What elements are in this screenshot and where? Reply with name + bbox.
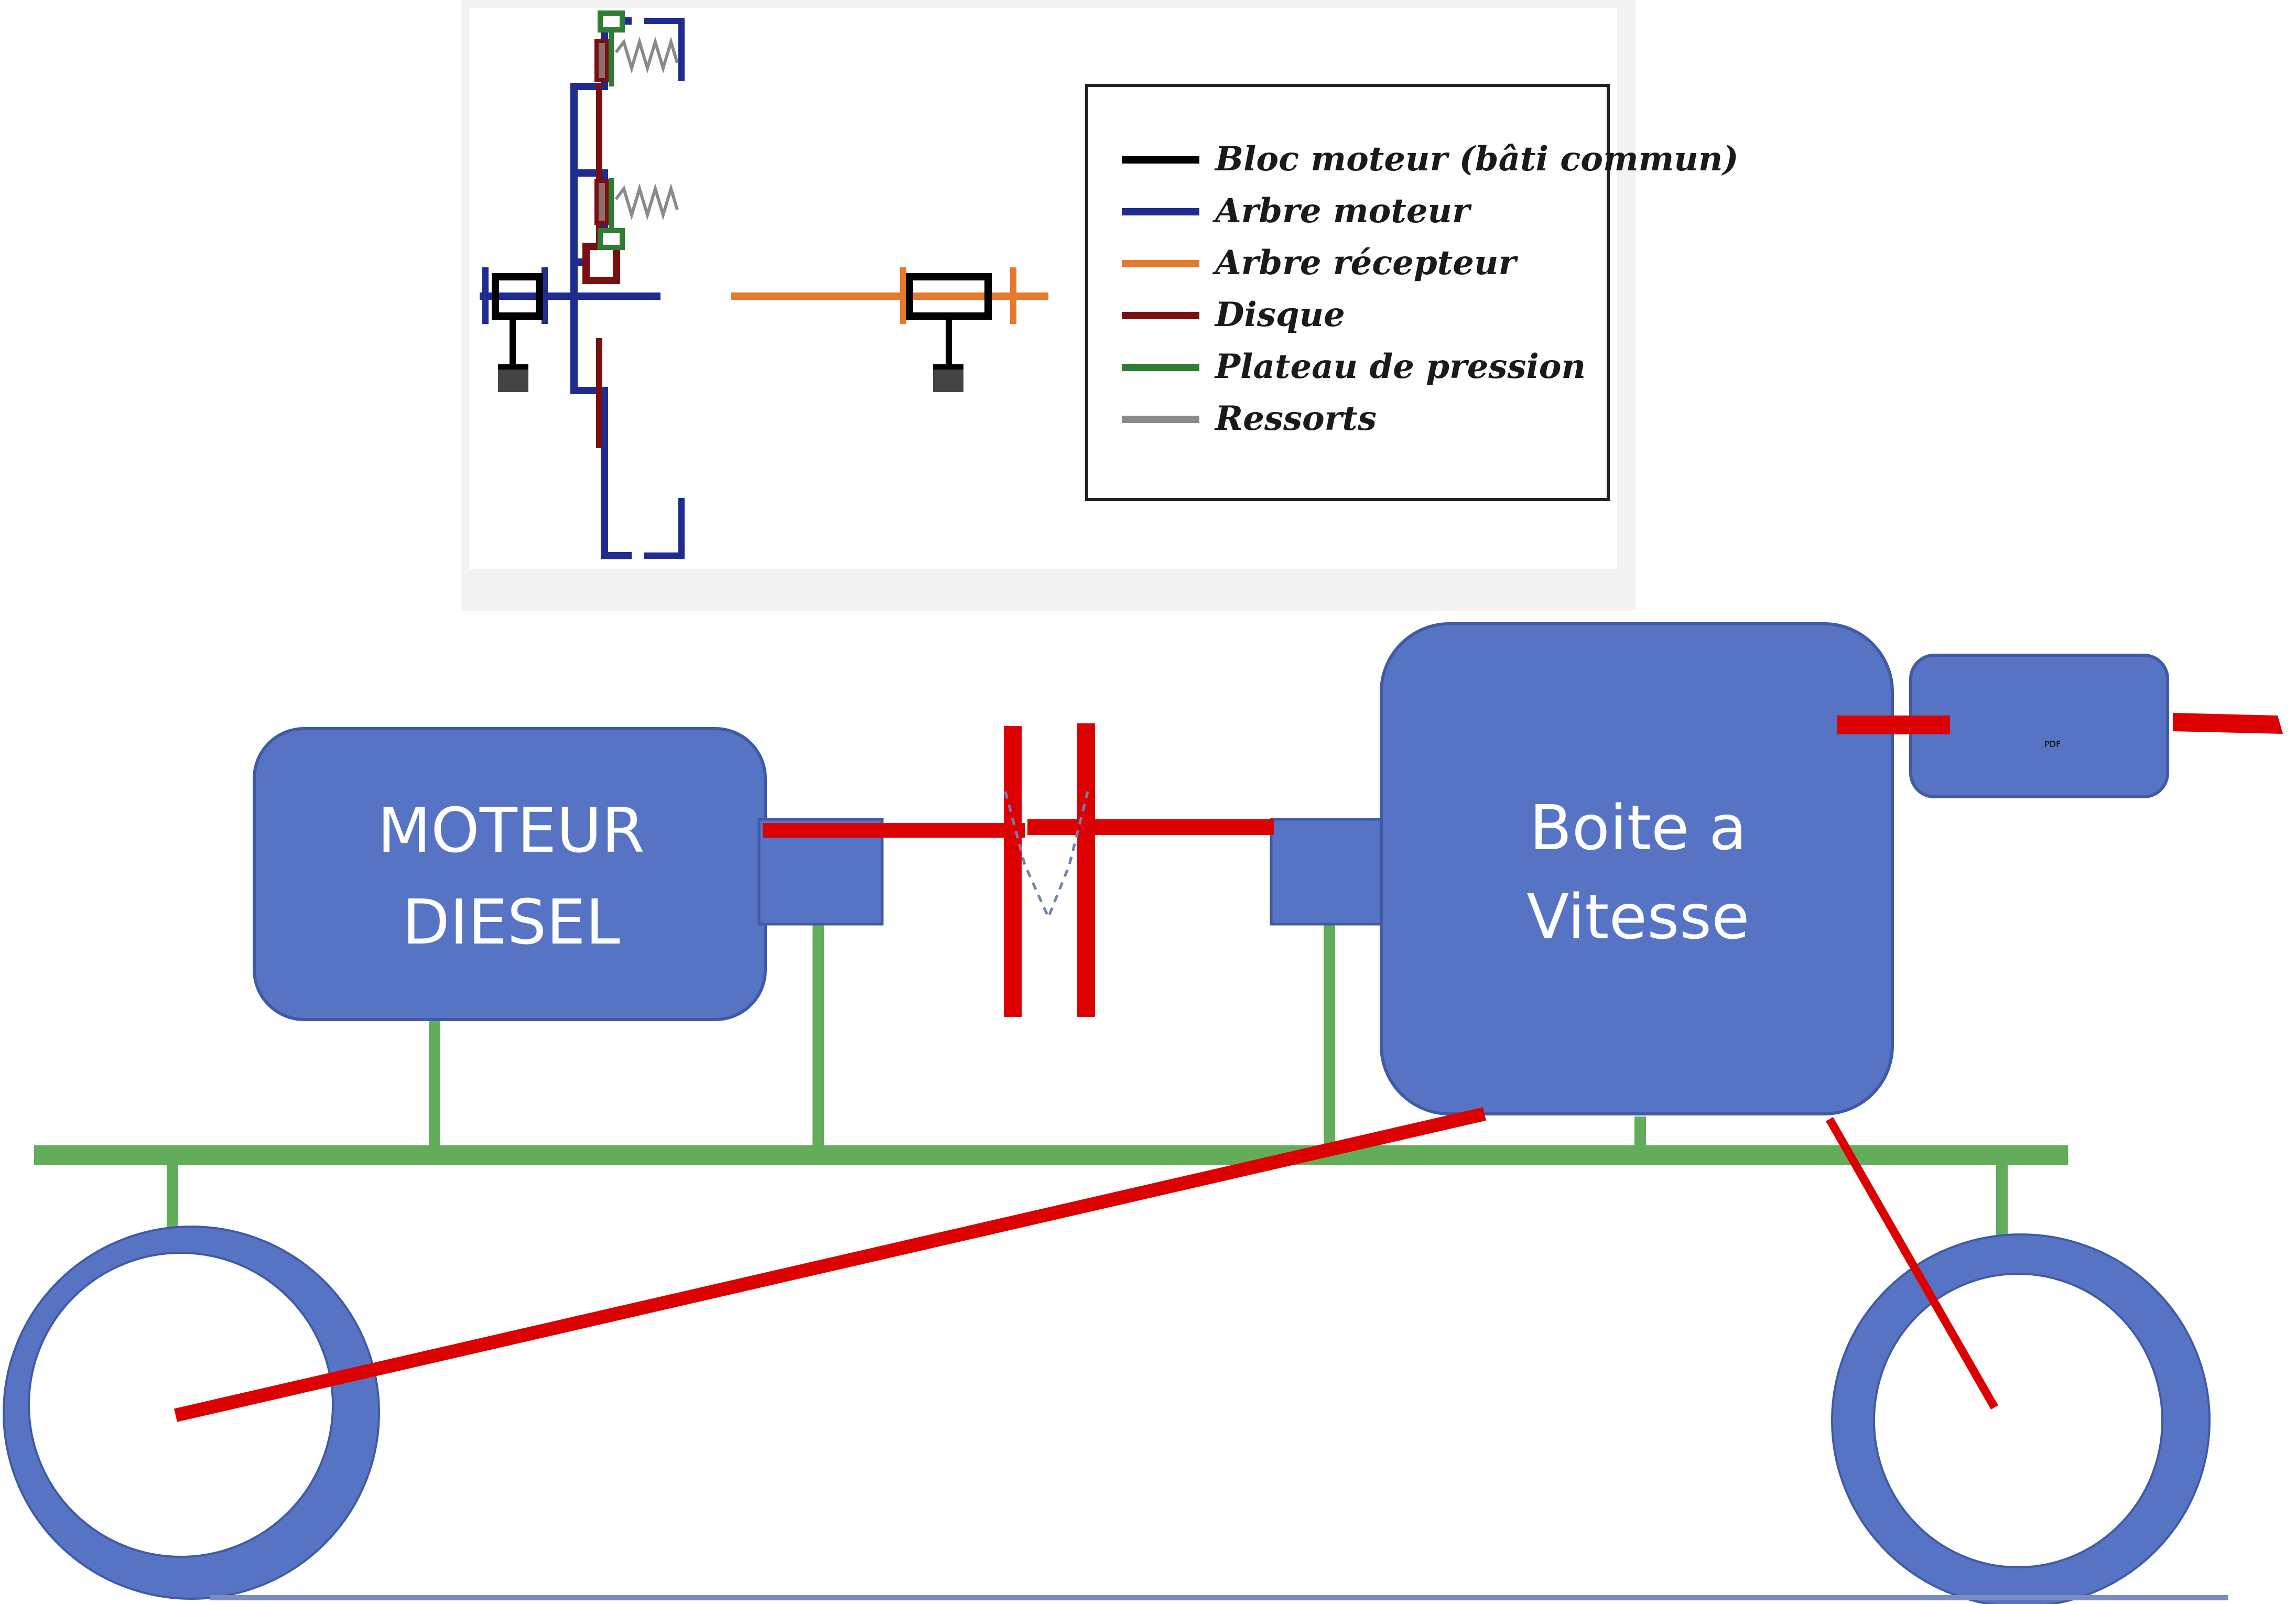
flange-support <box>813 923 824 1148</box>
legend-label: Plateau de pression <box>1214 347 1586 386</box>
pto-shaft-in <box>1837 716 1950 734</box>
disque <box>582 39 620 448</box>
legend: Bloc moteur (bâti commun) Arbre moteurArb… <box>1085 84 1739 501</box>
gearbox-block[interactable]: Boite a Vitesse <box>1380 622 1894 1115</box>
drive-shaft-rear <box>1826 1117 1998 1410</box>
legend-label: Ressorts <box>1214 399 1377 438</box>
disque-hub <box>582 243 620 284</box>
arbre-moteur-cover-bot <box>644 498 685 559</box>
legend-item: Disque <box>1122 295 1345 334</box>
engine-support <box>429 1014 440 1148</box>
pto-label: PDF <box>2044 739 2061 749</box>
clutch-plate-left <box>1004 726 1022 1017</box>
legend-label: Arbre moteur <box>1212 191 1472 231</box>
arbre-moteur-cover-top <box>644 18 685 81</box>
plateau-top-block <box>598 10 625 32</box>
left-bearing-housing <box>492 273 543 320</box>
gearbox-label-line1: Boite a <box>1530 792 1747 864</box>
main-shaft-right <box>1027 819 1274 835</box>
gearbox-input-flange <box>1270 818 1391 926</box>
legend-label: Arbre récepteur <box>1212 243 1519 283</box>
legend-item: Bloc moteur (bâti commun) <box>1122 139 1739 179</box>
legend-box <box>1085 84 1610 501</box>
gearbox-support <box>1634 1117 1646 1148</box>
engine-block[interactable]: MOTEUR DIESEL <box>253 727 767 1021</box>
ressort-bottom <box>614 183 679 221</box>
left-ground-hatch <box>498 367 528 392</box>
legend-item: Arbre moteur <box>1122 191 1472 231</box>
drive-shaft-front <box>174 1107 1486 1422</box>
right-bearing <box>731 267 1048 392</box>
gearbox-input-support <box>1324 923 1335 1148</box>
drivetrain-diagram: MOTEUR DIESEL Boite a Vitesse PDF <box>3 622 2283 1604</box>
disque-top-lining <box>594 39 609 82</box>
chassis-beam <box>34 1145 2068 1165</box>
right-ground-hatch <box>933 367 963 392</box>
legend-label: Bloc moteur (bâti commun) <box>1214 139 1739 179</box>
legend-item: Ressorts <box>1122 399 1377 438</box>
chassis-frame <box>34 923 2068 1292</box>
ressort-top <box>614 36 679 74</box>
clutch-schematic: Bloc moteur (bâti commun) Arbre moteurArb… <box>461 0 1739 611</box>
legend-item: Arbre récepteur <box>1122 243 1519 283</box>
rear-wheel <box>1831 1233 2211 1604</box>
main-shaft-left <box>763 823 1025 838</box>
plateau-de-pression <box>598 10 625 250</box>
plateau-bottom-block <box>598 228 625 250</box>
legend-label: Disque <box>1214 295 1345 334</box>
engine-label-line1: MOTEUR <box>377 794 645 866</box>
legend-item: Plateau de pression <box>1122 347 1586 386</box>
disque-bottom-lining <box>594 179 609 225</box>
pto-shaft-out <box>2173 713 2283 734</box>
gearbox-label-line2: Vitesse <box>1526 881 1749 953</box>
left-bearing <box>480 267 660 392</box>
arbre-moteur-frame <box>570 17 632 559</box>
engine-label-line2: DIESEL <box>402 886 620 958</box>
clutch-plate-right <box>1077 723 1095 1017</box>
transmission-shafts <box>174 713 2283 1422</box>
